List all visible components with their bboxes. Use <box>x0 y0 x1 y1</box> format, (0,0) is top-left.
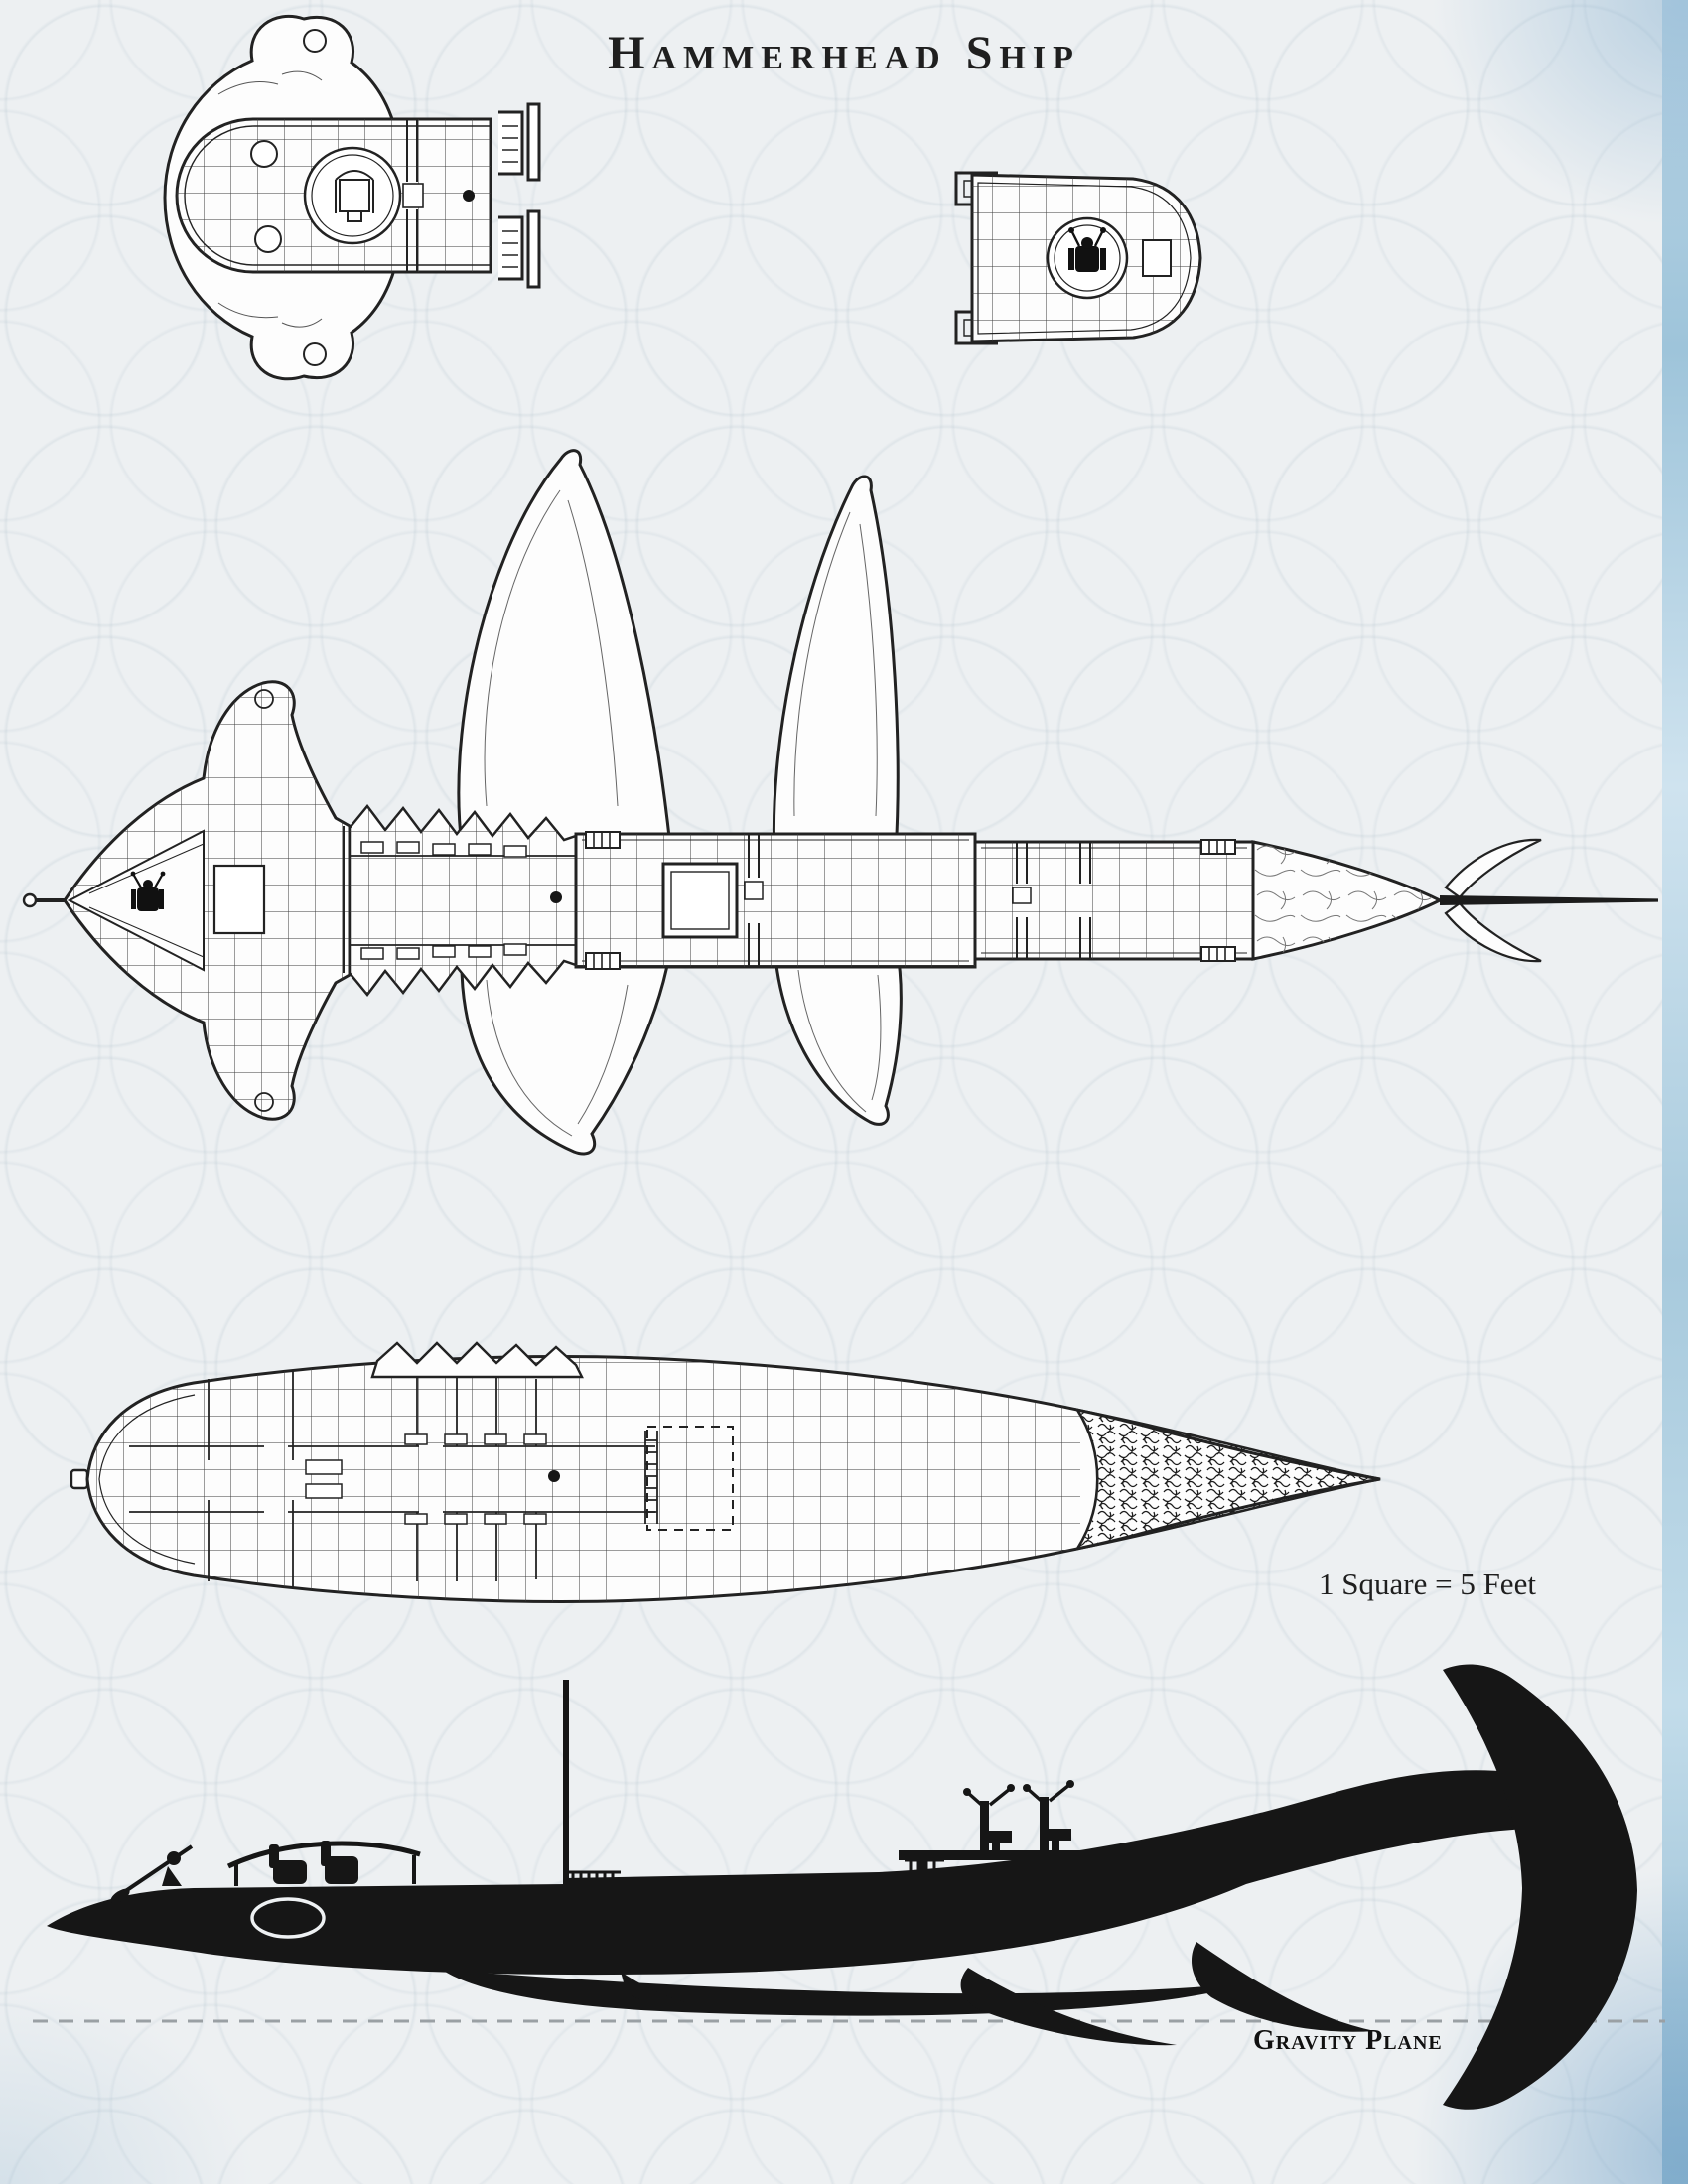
silhouette-lower-fin-aft <box>1192 1942 1375 2032</box>
marbled-right-edge <box>1662 0 1688 2184</box>
bow-curl-bottom <box>303 342 327 366</box>
silhouette-helm-chair-2 <box>1023 1780 1074 1852</box>
aft-deck-ladders <box>1200 839 1236 962</box>
head-table <box>212 864 266 935</box>
lower-bow-nub <box>70 1468 89 1490</box>
silhouette-paddler-figure <box>110 1844 194 1904</box>
helm-chair-icon <box>335 170 374 222</box>
head-curl-bottom <box>254 1092 274 1112</box>
bow-top-deck-view <box>163 14 541 381</box>
lower-inner-line <box>98 1394 196 1565</box>
mid-deck-inner-line <box>582 839 969 962</box>
gravity-plane-label: Gravity Plane <box>1253 2025 1443 2056</box>
aft-door <box>1012 887 1032 904</box>
silhouette-canopy-and-seats <box>226 1841 421 1886</box>
lower-ladder <box>644 1431 658 1524</box>
tail-cone-texture <box>1253 842 1440 959</box>
stern-ladder-brackets <box>498 102 541 289</box>
silhouette-mast <box>563 1680 569 1890</box>
section-helm-ring-inner <box>1054 224 1121 292</box>
head-nose-planking <box>88 843 205 958</box>
section-helm-chair-icon <box>1068 227 1106 272</box>
bow-deck-inner-line <box>184 125 491 266</box>
silhouette-keel-blade <box>442 1970 1246 2016</box>
mid-mast-step-dot <box>550 891 562 903</box>
lower-interior-walls <box>129 1371 655 1587</box>
page-title: Hammerhead Ship <box>608 27 1080 79</box>
silhouette-deck-ladder-comb <box>569 1870 621 1888</box>
tail-barb-bottom <box>1444 901 1542 963</box>
mid-deck-grid <box>576 834 975 967</box>
ventral-fin-forward <box>460 953 671 1156</box>
head-nose-platform <box>67 829 205 972</box>
lower-mast-step-dot <box>548 1470 560 1482</box>
section-locker <box>1142 239 1172 277</box>
silhouette-hull <box>47 1770 1528 1976</box>
helm-ring-outer <box>303 146 402 245</box>
full-top-deck-plan <box>22 449 1658 1156</box>
bow-hatch-top <box>250 140 278 168</box>
silhouette-aft-platform <box>899 1850 1127 1884</box>
lower-tail-ballast <box>1074 1408 1381 1551</box>
bow-spike-ball <box>22 892 38 908</box>
bow-mast-step-dot <box>463 190 475 202</box>
lower-benches <box>305 1433 547 1525</box>
section-deck-inner-line <box>977 182 1192 335</box>
helm-ring-inner <box>311 154 394 237</box>
cargo-hatch-outer <box>661 862 739 939</box>
helm-deck-section-view <box>954 171 1202 345</box>
silhouette-porthole-oval <box>250 1897 326 1939</box>
lower-deck-grid <box>87 1356 1080 1602</box>
ventral-fin-rear <box>773 945 903 1126</box>
neck-walkway-lines <box>350 855 576 946</box>
silhouette-lower-fin-small <box>621 1972 710 2009</box>
neck-deck-grid <box>350 806 576 995</box>
tail-barb-top <box>1444 838 1542 899</box>
bow-door <box>402 183 424 208</box>
lower-zigzag-segments <box>370 1341 584 1379</box>
mid-bulkhead-wall <box>748 834 760 967</box>
silhouette-lower-fin-mid <box>960 1968 1177 2046</box>
lower-deck-plan <box>70 1341 1381 1603</box>
cargo-hatch-inner <box>670 871 730 930</box>
mid-door <box>744 881 764 900</box>
dorsal-fin-forward <box>457 449 672 848</box>
head-helm-chair-icon <box>130 871 166 911</box>
bow-curl-top <box>303 29 327 53</box>
head-curl-top <box>254 689 274 709</box>
silhouette-helm-chair-1 <box>963 1784 1015 1852</box>
mid-deck-ladders <box>585 831 621 970</box>
silhouette-tail-crescent <box>1443 1664 1637 2110</box>
neck-benches <box>360 841 527 960</box>
dorsal-fin-rear <box>772 475 900 856</box>
bow-hatch-bottom <box>254 225 282 253</box>
tail-spike <box>1440 895 1658 905</box>
lower-hatch-dashed <box>646 1426 734 1531</box>
side-silhouette-view <box>33 1664 1665 2110</box>
aft-bulkhead-walls <box>1016 842 1091 959</box>
bow-bulkhead-wall <box>406 119 418 272</box>
scale-note: 1 Square = 5 Feet <box>1319 1567 1536 1601</box>
